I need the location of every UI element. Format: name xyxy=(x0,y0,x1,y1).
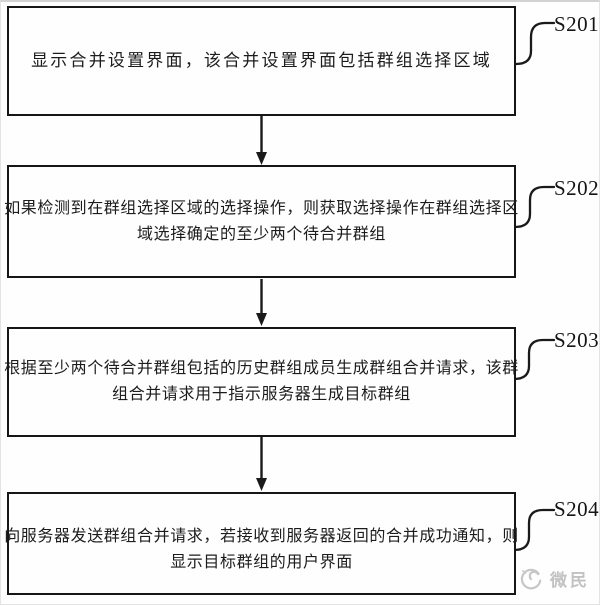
step-label-s203: S203 xyxy=(554,328,600,352)
swirl-logo-icon xyxy=(520,568,542,590)
step-2-line-2: 域选择确定的至少两个待合并群组 xyxy=(137,225,387,243)
step-1-text: 显示合并设置界面，该合并设置界面包括群组选择区域 xyxy=(25,48,498,74)
step-1-line-1: 显示合并设置界面，该合并设置界面包括群组选择区域 xyxy=(31,51,492,70)
step-2-line-1: 如果检测到在群组选择区域的选择操作，则获取选择操作在群组选择区 xyxy=(4,199,519,217)
arrow-down-1 xyxy=(256,116,267,165)
step-4-line-1: 向服务器发送群组合并请求，若接收到服务器返回的合并成功通知，则 xyxy=(4,527,519,545)
step-label-s202: S202 xyxy=(554,176,600,200)
step-3-line-1: 根据至少两个待合并群组包括的历史群组成员生成群组合并请求，该群 xyxy=(4,360,519,377)
step-4-line-2: 显示目标群组的用户界面 xyxy=(170,553,353,571)
flow-step-box-2: 如果检测到在群组选择区域的选择操作，则获取选择操作在群组选择区 域选择确定的至少… xyxy=(4,165,518,278)
step-3-text: 根据至少两个待合并群组包括的历史群组成员生成群组合并请求，该群 组合并请求用于指… xyxy=(1,356,525,408)
flow-step-box-4: 向服务器发送群组合并请求，若接收到服务器返回的合并成功通知，则 显示目标群组的用… xyxy=(4,492,518,595)
step-label-s204: S204 xyxy=(554,497,600,521)
step-label-s201: S201 xyxy=(554,12,600,36)
step-3-line-2: 组合并请求用于指示服务器生成目标群组 xyxy=(112,386,411,403)
callout-line-s201 xyxy=(514,21,556,66)
watermark-text: 微民 xyxy=(550,570,590,590)
watermark: 微民 xyxy=(518,565,590,591)
flow-step-box-1: 显示合并设置界面，该合并设置界面包括群组选择区域 xyxy=(7,6,516,116)
arrow-down-3 xyxy=(256,437,267,491)
arrow-down-2 xyxy=(256,279,267,326)
step-4-text: 向服务器发送群组合并请求，若接收到服务器返回的合并成功通知，则 显示目标群组的用… xyxy=(1,524,525,576)
flow-step-box-3: 根据至少两个待合并群组包括的历史群组成员生成群组合并请求，该群 组合并请求用于指… xyxy=(4,327,518,437)
step-2-text: 如果检测到在群组选择区域的选择操作，则获取选择操作在群组选择区 域选择确定的至少… xyxy=(1,196,525,248)
